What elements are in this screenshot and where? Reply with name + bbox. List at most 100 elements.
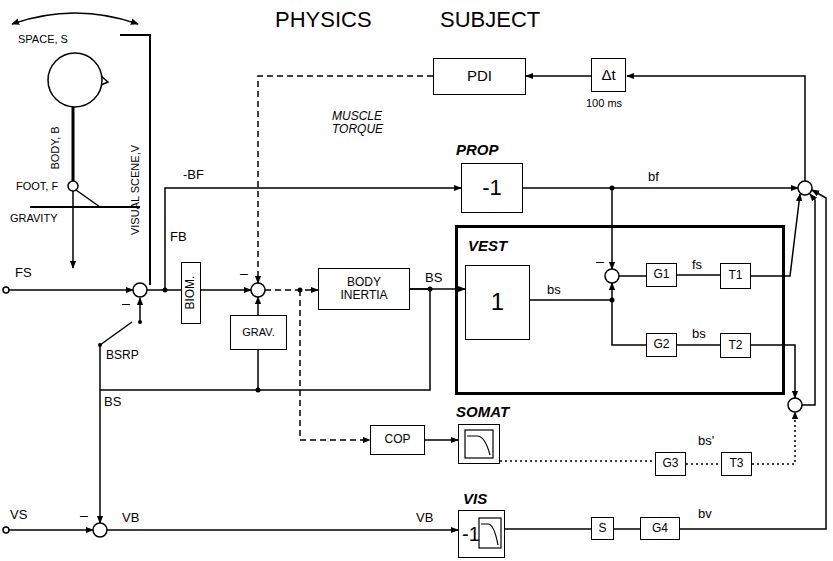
wire-dot [610,186,615,191]
signal-wire [619,275,646,277]
box-label: T3 [729,457,743,470]
signal-wire [802,194,815,405]
signal-label: VS [10,508,27,522]
process-box: G3 [655,452,686,476]
signal-label: FB [170,230,187,244]
process-box: SOMAT [458,424,500,464]
wire-dot [98,343,102,347]
signal-wire [680,190,826,529]
process-box: PROP-1 [461,163,523,213]
signal-label: bf [648,170,659,184]
process-box: T2 [720,333,751,358]
signal-label: VB [416,511,433,525]
wire-dot [298,288,303,293]
filter-symbol [479,518,501,548]
summing-junction [93,523,107,537]
box-label: GRAV. [242,326,274,338]
signal-label: fs [691,258,703,272]
process-box: BODY INERTIA [318,268,410,310]
body-illustration [120,35,150,285]
filter-symbol [465,430,493,458]
signal-label: FOOT, F [16,180,58,192]
dotted-wire [752,412,795,464]
signal-label: FS [15,266,32,280]
body-illustration [72,107,75,181]
signal-label: BODY, B [49,126,61,169]
signal-wire [100,322,132,345]
box-label: Δt [601,67,615,84]
signal-wire [201,289,251,291]
signal-connector [505,528,591,530]
signal-wire [3,527,9,533]
process-box: G2 [646,333,677,357]
signal-wire [9,529,93,531]
process-box: Δt100 ms [591,58,626,92]
wire-dot [163,288,168,293]
body-illustration [30,206,140,208]
signal-wire [751,345,795,398]
body-illustration [72,191,74,268]
signal-label: BS [424,271,443,285]
process-box: S [591,517,614,540]
summing-junction [93,181,812,537]
summing-junction [788,398,802,412]
dotted-wire [752,412,795,464]
summing-junction [133,283,147,297]
signal-wire [257,297,259,315]
box-label: -1 [482,176,502,200]
signal-label: GRAVITY [10,212,57,224]
signal-connector [677,344,720,346]
torque-wire [300,290,370,440]
box-label: G4 [652,522,668,535]
box-label: BIOM. [184,276,197,310]
process-box: COP [370,425,425,455]
signal-label: – [122,296,130,311]
body-illustration [12,13,150,285]
torque-wire [265,289,318,291]
box-label: COP [384,433,410,446]
box-label: S [598,522,606,535]
body-illustration [48,53,102,107]
block-heading: SOMAT [456,404,509,421]
signal-label: bs [691,327,707,341]
wire-dot [98,186,615,393]
signal-wire [100,389,258,391]
signal-wire [751,194,800,276]
block-heading: VEST [468,238,507,255]
body-illustration [12,13,138,24]
signal-label: VB [122,511,139,525]
summing-junction [798,181,812,195]
signal-wire [523,187,798,189]
signal-connector [526,75,591,77]
signal-wire [611,283,613,300]
signal-wire [107,529,458,531]
process-box: T1 [720,263,751,289]
body-illustration [101,76,108,85]
box-label: PDI [467,68,492,85]
box-label: T2 [728,339,742,352]
signal-wire [9,289,133,291]
summing-junction [251,283,265,297]
signal-wire [611,188,613,269]
box-label: G1 [653,268,669,281]
signal-wire [3,287,9,293]
signal-label: BSRP [106,349,139,362]
process-box: G4 [640,517,680,540]
process-box: BIOM. [181,262,201,324]
signal-label: bs [546,283,562,297]
signal-label: SPACE, S [18,33,68,45]
box-label: BODY INERTIA [332,276,396,302]
signal-label: MUSCLE TORQUE [332,110,414,136]
box-label: 1 [491,289,504,315]
signal-label: – [596,254,604,269]
box-label: T1 [728,269,742,282]
summing-junction [605,269,619,283]
process-box: PDI [433,58,526,95]
signal-label: PHYSICS [275,8,372,32]
box-note: -1 [462,523,480,545]
signal-label: VISUAL SCENE,V [129,145,141,235]
filter-symbol [467,436,490,455]
block-heading: PROP [456,142,499,159]
process-box: VEST 1 G1 T1G2 T2 [455,225,785,395]
torque-wire [258,76,433,283]
